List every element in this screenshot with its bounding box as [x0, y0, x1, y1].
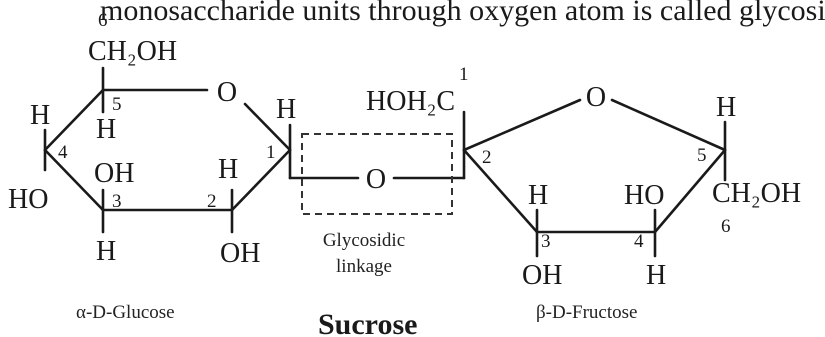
fructose-c1-number: 1 — [459, 64, 469, 85]
fructose-c2-number: 2 — [482, 147, 492, 168]
glycosidic-linkage-box — [301, 133, 453, 215]
fructose-c4-number: 4 — [634, 231, 644, 252]
bond-c3-c4 — [43, 148, 105, 212]
header-text: monosaccharide units through oxygen atom… — [100, 0, 825, 27]
bond-c3-c2 — [462, 148, 539, 234]
glucose-labels: 6 CH₂OH O 5 H H 4 HO OH 3 H H 2 OH H 1 α… — [8, 10, 296, 323]
fructose-ring-bonds — [462, 98, 727, 258]
fructose-c4-ho: HO — [624, 180, 664, 211]
glycosidic-label-line2: linkage — [336, 256, 392, 277]
diagram-title: Sucrose — [318, 308, 417, 337]
fructose-c5-h: H — [716, 92, 736, 123]
glucose-c2-h: H — [218, 154, 238, 185]
glucose-name-caption: α-D-Glucose — [76, 302, 175, 323]
glucose-c5-h: H — [96, 114, 116, 145]
fructose-ch2oh-label: CH₂OH — [712, 178, 801, 209]
glucose-c3-h: H — [96, 236, 116, 267]
glucose-ring-oxygen: O — [217, 77, 237, 108]
glucose-c6-number: 6 — [98, 10, 108, 31]
fructose-c4-h: H — [646, 260, 666, 291]
bond-ring-o-c1 — [243, 102, 292, 152]
glucose-ring-bonds — [43, 66, 292, 234]
bond-c5-c4 — [653, 148, 727, 234]
fructose-c3-h: H — [528, 180, 548, 211]
fructose-hoh2c-label: HOH₂C — [366, 86, 455, 117]
fructose-c6-number: 6 — [721, 216, 731, 237]
glucose-c3-oh: OH — [94, 158, 134, 189]
fructose-c3-number: 3 — [541, 231, 551, 252]
glucose-c5-number: 5 — [112, 94, 122, 115]
fructose-name-caption: β-D-Fructose — [536, 302, 637, 323]
glucose-c3-number: 3 — [112, 191, 122, 212]
glycosidic-oxygen: O — [366, 164, 386, 195]
bond-c1-c2 — [230, 148, 292, 212]
fructose-labels: 1 HOH₂C 2 O H 5 CH₂OH 6 H 3 OH HO 4 H β-… — [366, 64, 801, 323]
bond-c2-ring-o — [462, 98, 582, 152]
glucose-c2-oh: OH — [220, 238, 260, 269]
glucose-c2-number: 2 — [207, 191, 217, 212]
fructose-ring-oxygen: O — [586, 82, 606, 113]
glucose-c4-ho: HO — [8, 184, 48, 215]
glucose-ch2oh-label: CH₂OH — [88, 36, 177, 67]
glucose-c4-h: H — [30, 100, 50, 131]
linkage-labels: O Glycosidic linkage — [323, 164, 405, 277]
bond-c4-c5 — [43, 88, 105, 152]
fructose-c5-number: 5 — [697, 145, 707, 166]
fructose-c3-oh: OH — [522, 260, 562, 291]
glucose-c1-number: 1 — [266, 142, 276, 163]
glucose-c4-number: 4 — [58, 142, 68, 163]
bond-ring-o-c5 — [610, 98, 727, 152]
glucose-c1-h: H — [276, 94, 296, 125]
glycosidic-label-line1: Glycosidic — [323, 230, 405, 251]
